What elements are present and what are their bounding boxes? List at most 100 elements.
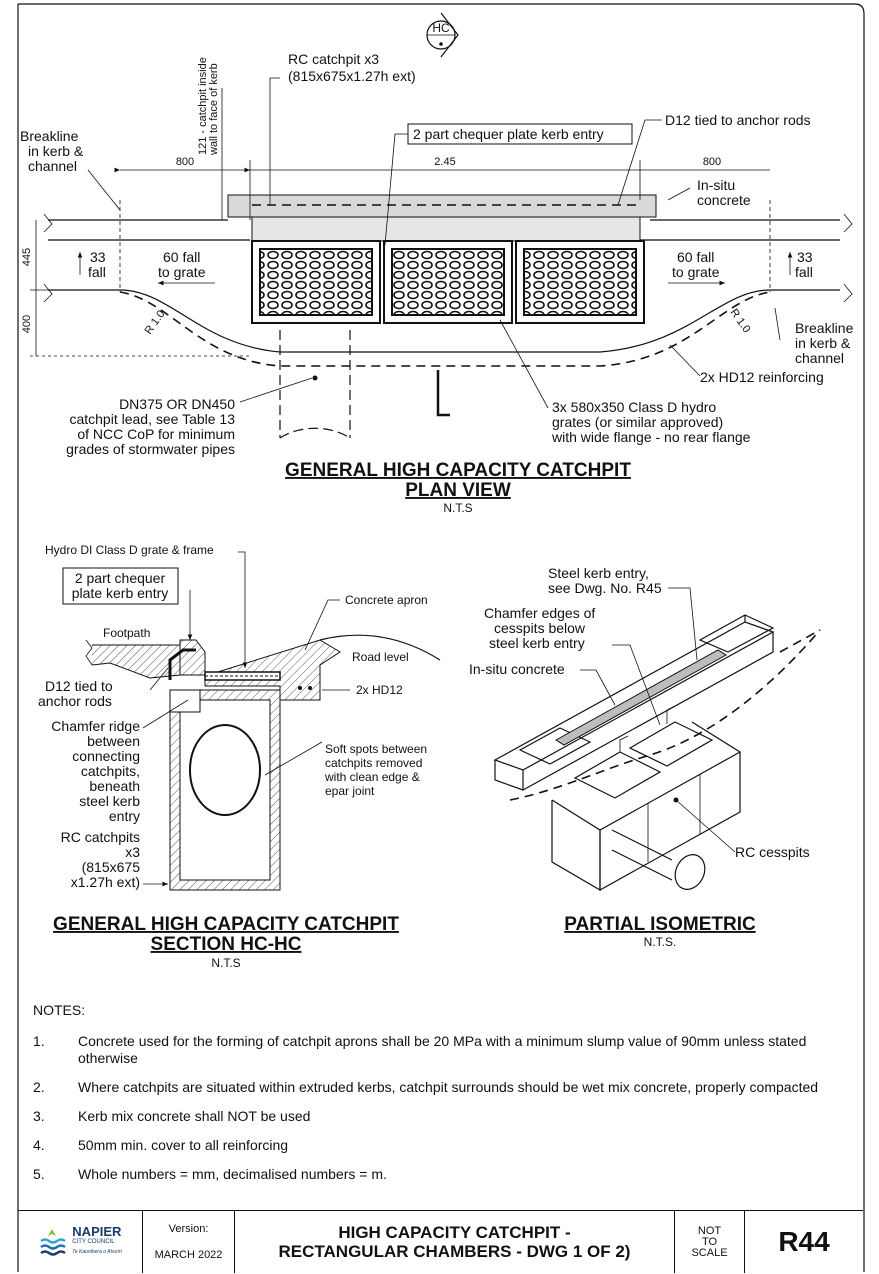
label-road-level: Road level	[352, 650, 409, 664]
scale-line-2: TO	[701, 1235, 718, 1248]
label-lead-2: catchpit lead, see Table 13	[69, 411, 235, 427]
version-label: Version:	[168, 1223, 209, 1235]
label-chamfer-2: between	[87, 733, 140, 749]
chequer-plate-callout-box	[407, 123, 633, 145]
grate-1	[259, 248, 373, 316]
label-inside-wall-2: wall to face of kerb	[208, 63, 220, 156]
break-left	[43, 213, 53, 303]
label-rc-catchpits-2: x3	[125, 844, 140, 860]
notes-section: NOTES: 1. Concrete used for the forming …	[33, 1002, 843, 1195]
channel-line	[48, 289, 840, 353]
scale-line-1: NOT	[697, 1224, 722, 1237]
isometric-view: Steel kerb entry, see Dwg. No. R45 Chamf…	[469, 565, 821, 949]
label-chamfer-1: Chamfer ridge	[51, 718, 140, 734]
plan-title-1: GENERAL HIGH CAPACITY CATCHPIT	[285, 460, 631, 481]
drawing-title-cell: HIGH CAPACITY CATCHPIT - RECTANGULAR CHA…	[235, 1211, 675, 1273]
label-grates-3: with wide flange - no rear flange	[551, 429, 751, 445]
kerb-block	[179, 639, 206, 676]
label-breakline-left-1: Breakline	[20, 128, 79, 144]
dim-400: 400	[21, 315, 33, 333]
label-r10-right: R 1.0	[728, 307, 753, 335]
note-number: 2.	[33, 1079, 45, 1095]
label-grate-frame: Hydro DI Class D grate & frame	[45, 543, 214, 557]
note-item: 2. Where catchpits are situated within e…	[33, 1079, 843, 1096]
note-item: 3. Kerb mix concrete shall NOT be used	[33, 1108, 843, 1125]
plan-leaders	[77, 77, 793, 409]
plan-scale: N.T.S	[443, 501, 472, 515]
note-text: Kerb mix concrete shall NOT be used	[78, 1108, 311, 1124]
label-breakline-left-2: in kerb &	[28, 143, 84, 159]
section-marker: HC	[426, 12, 459, 58]
footpath-slab	[91, 644, 181, 679]
logo-tagline: Te Kaunihera o Ahuriri	[72, 1249, 122, 1255]
plan-view: HC 800	[20, 12, 854, 515]
label-breakline-right-3: channel	[795, 350, 844, 366]
section-scale: N.T.S	[211, 956, 240, 970]
label-lead-4: grades of stormwater pipes	[66, 441, 235, 457]
section-title-1: GENERAL HIGH CAPACITY CATCHPIT	[53, 914, 399, 935]
label-grates-2: grates (or similar approved)	[552, 414, 723, 430]
label-rc-cesspits: RC cesspits	[735, 844, 810, 860]
label-iso-chamfer-3: steel kerb entry	[489, 635, 585, 651]
iso-chamber-openings	[573, 721, 714, 799]
iso-steel-strip	[555, 649, 727, 746]
plan-title-2: PLAN VIEW	[405, 480, 511, 501]
label-chamfer-3: connecting	[72, 748, 140, 764]
label-breakline-right-1: Breakline	[795, 320, 854, 336]
note-text: Whole numbers = mm, decimalised numbers …	[78, 1166, 387, 1182]
logo-name: NAPIER	[72, 1224, 122, 1239]
break-right	[843, 213, 853, 303]
concrete-apron	[204, 639, 341, 701]
label-fall-60-left-1: 60 fall	[163, 249, 200, 265]
label-rc-catchpits-3: (815x675	[82, 859, 141, 875]
note-number: 3.	[33, 1108, 45, 1124]
sheet-border	[18, 3, 865, 1272]
section-chequer-callout-box	[62, 567, 179, 605]
label-rc-catchpit-2: (815x675x1.27h ext)	[288, 68, 416, 84]
label-fall-60-left-2: to grate	[158, 264, 206, 280]
version-cell: Version: MARCH 2022	[143, 1211, 235, 1273]
label-d12-tied-1: D12 tied to	[45, 678, 113, 694]
note-item: 1. Concrete used for the forming of catc…	[33, 1033, 843, 1067]
label-soft-2: catchpits removed	[325, 756, 422, 770]
council-logo: NAPIER CITY COUNCIL Te Kaunihera o Ahuri…	[18, 1211, 143, 1273]
label-iso-chamfer-1: Chamfer edges of	[484, 605, 595, 621]
label-d12-tied-2: anchor rods	[38, 693, 112, 709]
version-value: MARCH 2022	[154, 1249, 223, 1261]
note-number: 4.	[33, 1137, 45, 1153]
road-level-line	[319, 634, 441, 661]
scale-line-3: SCALE	[691, 1246, 728, 1259]
label-d12-tied: D12 tied to anchor rods	[665, 112, 811, 128]
label-fall-60-right-2: to grate	[672, 264, 720, 280]
label-steel-kerb-2: see Dwg. No. R45	[548, 580, 662, 596]
insitu-concrete-band	[227, 194, 657, 218]
note-item: 5. Whole numbers = mm, decimalised numbe…	[33, 1166, 843, 1183]
catchpit-lead	[279, 330, 351, 439]
note-text: Where catchpits are situated within extr…	[78, 1079, 819, 1095]
title-block: NAPIER CITY COUNCIL Te Kaunihera o Ahuri…	[18, 1210, 863, 1273]
label-section-chequer-2: plate kerb entry	[72, 585, 169, 601]
reinforcing-dashed	[119, 291, 771, 367]
label-section-chequer-1: 2 part chequer	[75, 570, 166, 586]
label-fall-left: fall	[88, 264, 106, 280]
iso-chamber-front	[551, 800, 601, 892]
section-view: Hydro DI Class D grate & frame 2 part ch…	[38, 543, 441, 970]
note-text: Concrete used for the forming of catchpi…	[78, 1033, 807, 1066]
dim-800-left: 800	[176, 156, 194, 168]
section-marker-label: HC	[432, 21, 450, 35]
grate-2	[391, 248, 505, 316]
napier-wave-icon	[40, 1229, 67, 1256]
section-pipe-opening	[189, 724, 261, 816]
label-lead-3: of NCC CoP for minimum	[77, 426, 235, 442]
label-footpath: Footpath	[103, 626, 150, 640]
label-iso-insitu: In-situ concrete	[469, 661, 565, 677]
label-fall-60-right-1: 60 fall	[677, 249, 714, 265]
drawing-title-1: HIGH CAPACITY CATCHPIT -	[338, 1223, 571, 1242]
label-fall-33-left: 33	[90, 249, 106, 265]
label-breakline-left-3: channel	[28, 158, 77, 174]
note-text: 50mm min. cover to all reinforcing	[78, 1137, 289, 1153]
label-insitu-1: In-situ	[697, 177, 735, 193]
label-2x-hd12: 2x HD12	[356, 683, 403, 697]
label-steel-kerb-1: Steel kerb entry,	[548, 565, 649, 581]
